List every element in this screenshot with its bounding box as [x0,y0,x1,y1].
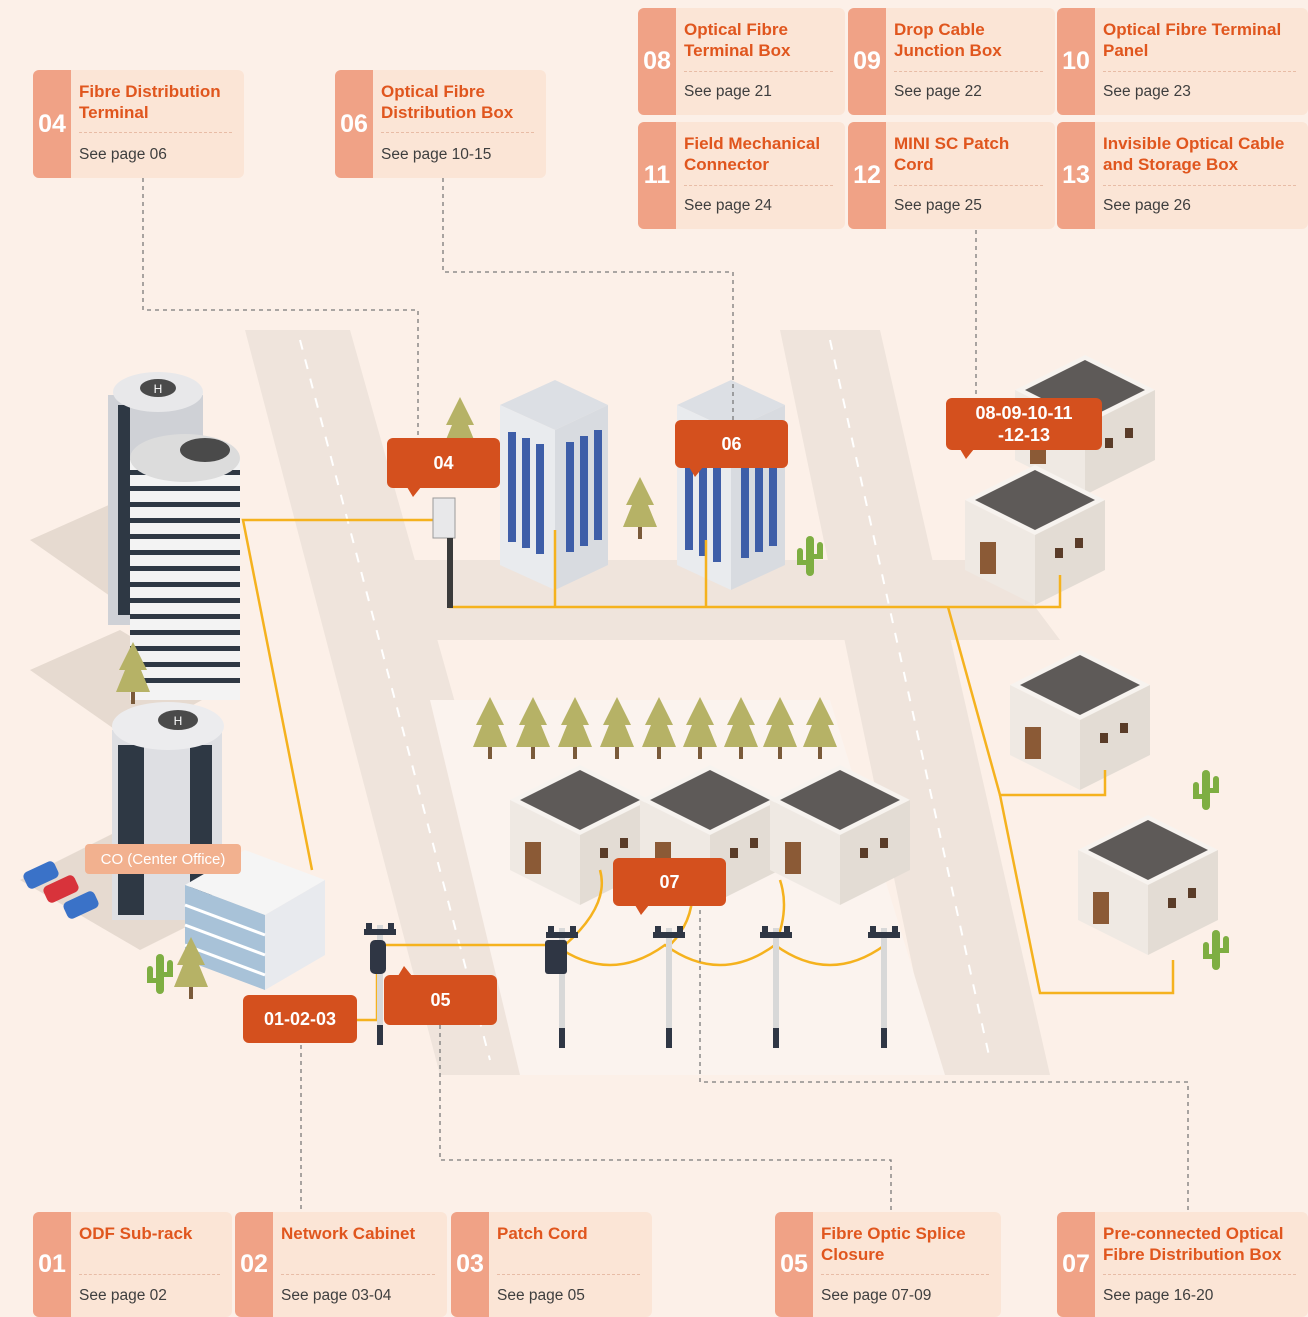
callout-label: 05 [430,990,451,1010]
card-title: Drop Cable Junction Box [894,20,1002,60]
callout-05: 05 [384,966,497,1025]
card-05: 05 Fibre Optic Splice Closure See page 0… [775,1212,1001,1317]
callout-label: 07 [659,872,680,892]
card-number: 08 [638,8,676,115]
card-number: 13 [1057,122,1095,229]
card-divider [497,1274,640,1275]
card-divider [281,1274,435,1275]
card-title: Fibre Optic Splice Closure [821,1224,966,1264]
callout-label: 01-02-03 [263,1009,337,1029]
callout-label-line2: -12-13 [997,425,1051,445]
card-number: 07 [1057,1212,1095,1317]
svg-text:H: H [154,382,163,396]
card-page-ref: See page 25 [894,197,982,214]
callout-tail [689,467,703,477]
card-page-ref: See page 26 [1103,197,1191,214]
card-divider [684,71,833,72]
card-number: 05 [775,1212,813,1317]
card-page-ref: See page 10-15 [381,146,492,163]
card-title: Optical Fibre Terminal Box [684,20,791,60]
callout-06: 06 [675,420,788,477]
card-title: Patch Cord [497,1224,588,1243]
card-02: 02 Network Cabinet See page 03-04 [235,1212,447,1317]
callout-tail [407,487,421,497]
card-09: 09 Drop Cable Junction Box See page 22 [848,8,1055,115]
card-03: 03 Patch Cord See page 05 [451,1212,652,1317]
card-number: 10 [1057,8,1095,115]
card-divider [1103,1274,1296,1275]
card-title: Optical Fibre Terminal Panel [1103,20,1282,60]
card-title: Network Cabinet [281,1224,416,1243]
card-divider [684,185,833,186]
card-08: 08 Optical Fibre Terminal Box See page 2… [638,8,845,115]
card-title: MINI SC Patch Cord [894,134,1010,174]
card-page-ref: See page 05 [497,1287,585,1304]
svg-text:H: H [174,714,183,728]
card-divider [1103,71,1296,72]
card-number: 03 [451,1212,489,1317]
card-divider [1103,185,1296,186]
callout-tail [398,966,412,976]
callout-08-13: 08-09-10-11 -12-13 [946,398,1102,459]
callout-label-line1: 08-09-10-11 [975,403,1073,423]
card-divider [79,1274,220,1275]
card-divider [79,132,232,133]
card-13: 13 Invisible Optical Cable and Storage B… [1057,122,1308,229]
card-title: ODF Sub-rack [79,1224,193,1243]
card-page-ref: See page 24 [684,197,772,214]
card-number: 06 [335,70,373,178]
card-page-ref: See page 02 [79,1287,167,1304]
card-page-ref: See page 06 [79,146,167,163]
center-office-label: CO (Center Office) [85,844,241,874]
card-page-ref: See page 16-20 [1103,1287,1214,1304]
card-07: 07 Pre-connected Optical Fibre Distribut… [1057,1212,1308,1317]
card-04: 04 Fibre Distribution Terminal See page … [33,70,244,178]
card-divider [894,185,1043,186]
card-divider [821,1274,989,1275]
card-title: Invisible Optical Cable and Storage Box [1103,134,1285,174]
card-number: 12 [848,122,886,229]
card-page-ref: See page 03-04 [281,1287,392,1304]
card-number: 11 [638,122,676,229]
card-01: 01 ODF Sub-rack See page 02 [33,1212,232,1317]
card-number: 09 [848,8,886,115]
card-title: Optical Fibre Distribution Box [381,82,514,122]
card-number: 01 [33,1212,71,1317]
card-title: Fibre Distribution Terminal [79,82,221,122]
card-12: 12 MINI SC Patch Cord See page 25 [848,122,1055,229]
card-page-ref: See page 07-09 [821,1287,932,1304]
card-page-ref: See page 23 [1103,83,1191,100]
callout-label: 06 [721,434,742,454]
card-page-ref: See page 21 [684,83,772,100]
callout-07: 07 [613,858,726,915]
card-divider [381,132,534,133]
callout-04: 04 [387,438,500,497]
card-title: Field Mechanical Connector [684,134,821,174]
card-title: Pre-connected Optical Fibre Distribution… [1103,1224,1284,1264]
callout-01-02-03: 01-02-03 [243,995,357,1043]
card-number: 04 [33,70,71,178]
callout-tail [960,449,974,459]
card-number: 02 [235,1212,273,1317]
card-page-ref: See page 22 [894,83,982,100]
card-divider [894,71,1043,72]
card-06: 06 Optical Fibre Distribution Box See pa… [335,70,546,178]
card-10: 10 Optical Fibre Terminal Panel See page… [1057,8,1308,115]
callout-tail [635,905,649,915]
callout-label: 04 [433,453,454,473]
card-11: 11 Field Mechanical Connector See page 2… [638,122,845,229]
